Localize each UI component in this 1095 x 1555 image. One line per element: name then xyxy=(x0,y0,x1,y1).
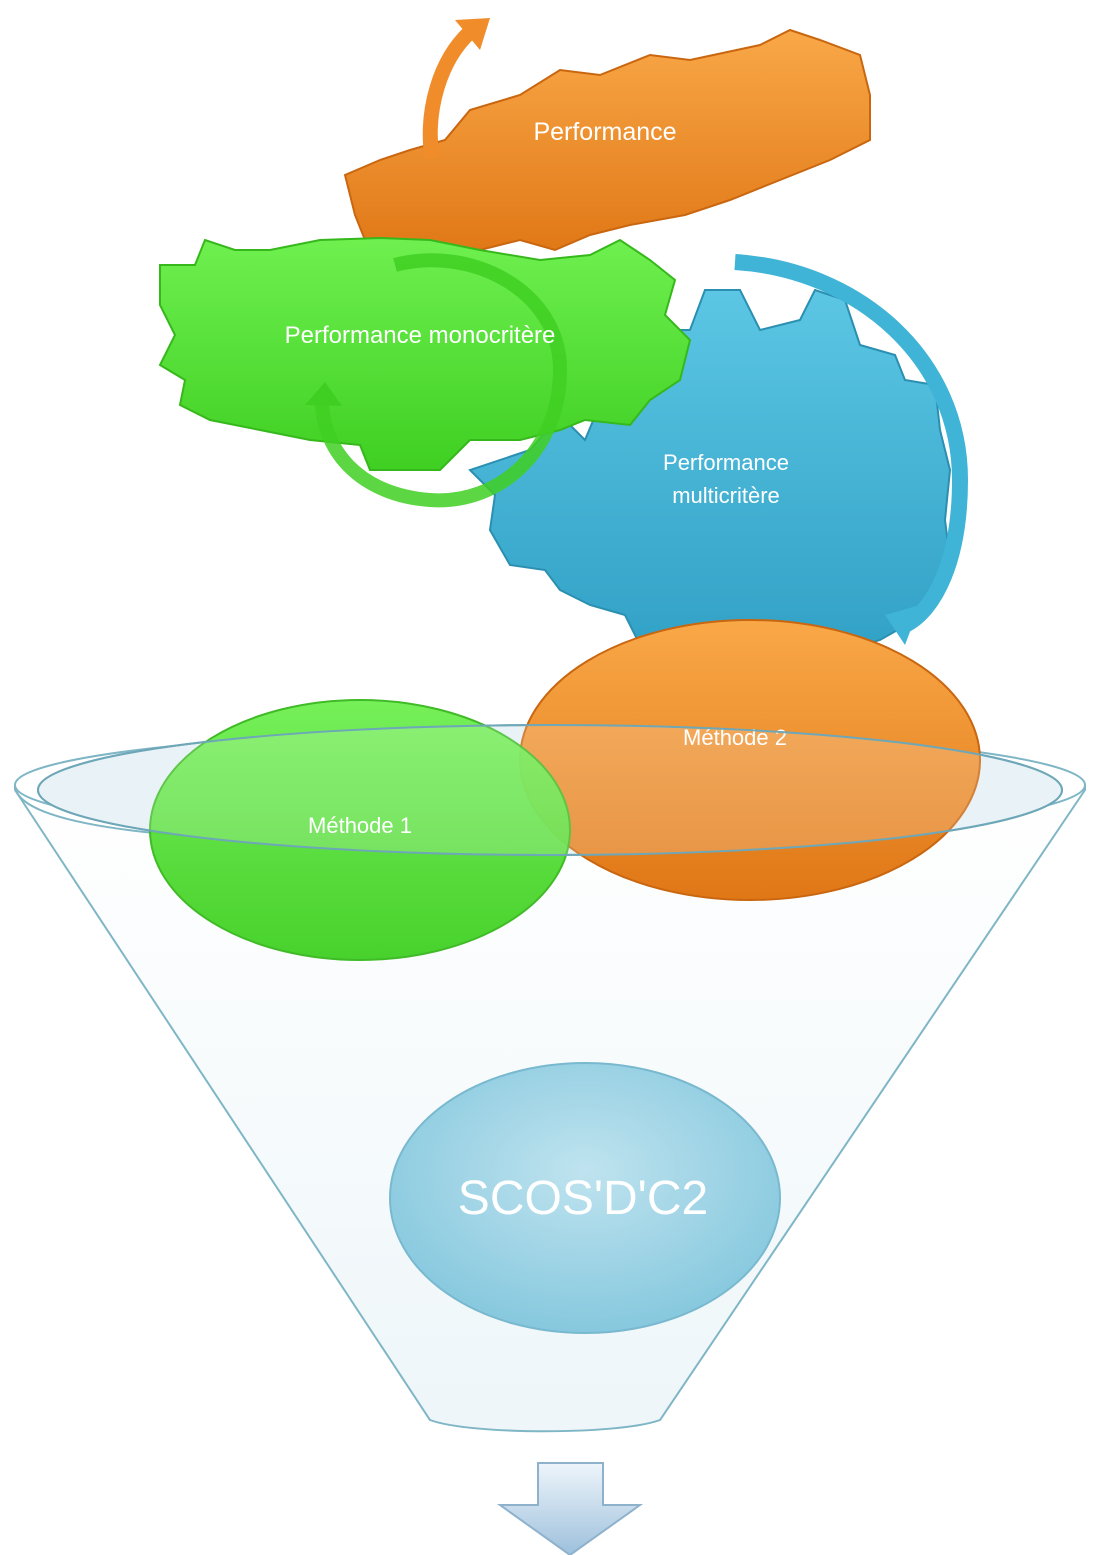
label-multicritere-line1: Performance xyxy=(663,450,789,475)
blue-curved-arrow-icon xyxy=(734,254,969,645)
gears-diagram: Performance Performance monocritère Perf… xyxy=(158,18,969,671)
funnel-diagram: Méthode 2 Méthode 1 SCOS'D'C2 xyxy=(14,619,1086,1555)
result-ellipse: SCOS'D'C2 xyxy=(389,1062,781,1334)
result-label: SCOS'D'C2 xyxy=(458,1172,708,1225)
green-circular-arrow-icon xyxy=(305,253,568,508)
label-multicritere-line2: multicritère xyxy=(672,483,780,508)
method-1-ellipse: Méthode 1 xyxy=(149,699,571,961)
funnel-rim xyxy=(37,724,1063,856)
label-monocritere: Performance monocritère xyxy=(285,322,556,349)
down-arrow-icon xyxy=(496,1462,644,1555)
orange-curved-arrow-icon xyxy=(422,18,490,160)
label-performance: Performance xyxy=(533,118,676,146)
method-1-label: Méthode 1 xyxy=(308,813,412,838)
